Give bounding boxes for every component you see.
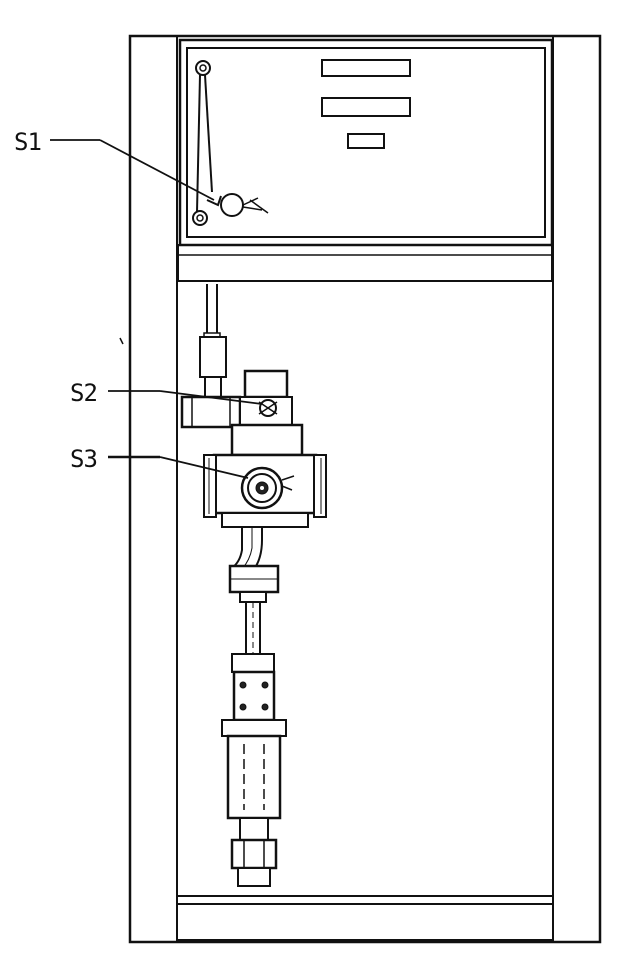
- label-s1: S1: [14, 128, 41, 156]
- leader-s1: [99, 139, 215, 201]
- display-window-2: [321, 97, 411, 117]
- cabinet-frame: [128, 34, 602, 944]
- display-panel: [177, 38, 554, 282]
- leader-s3: [159, 456, 249, 479]
- leader-lines: [50, 139, 263, 479]
- label-s3: S3: [70, 445, 97, 473]
- label-s2: S2: [70, 379, 97, 407]
- leader-s2: [159, 390, 263, 405]
- switch-s1: [192, 60, 269, 226]
- display-window-1: [321, 59, 411, 77]
- display-window-3: [347, 133, 385, 149]
- valve-assembly: [180, 284, 327, 887]
